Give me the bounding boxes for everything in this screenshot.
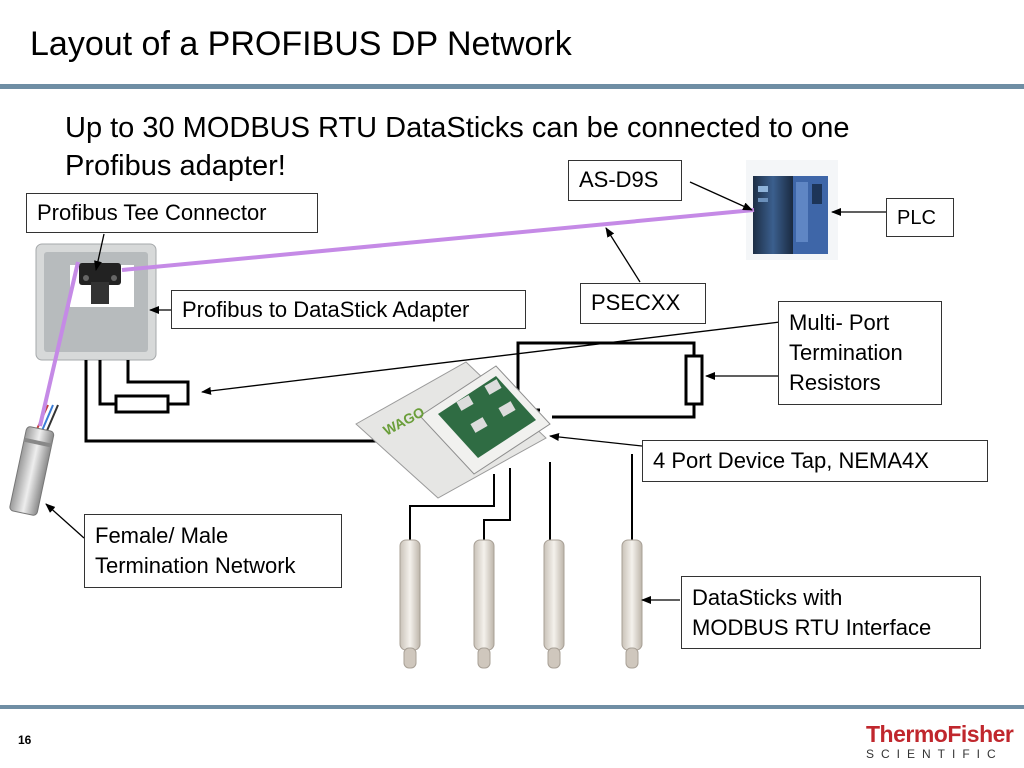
device-tap: WAGO: [355, 361, 551, 499]
as-d9s-callout: AS-D9S: [568, 160, 682, 201]
logo-subline: SCIENTIFIC: [866, 747, 1003, 761]
plc-device: [746, 160, 838, 260]
datastick-2: [473, 539, 495, 669]
logo-wordmark: ThermoFisher: [866, 721, 1014, 747]
termination-network-line-1: Female/ Male: [95, 523, 229, 548]
termination-resistor-wiring: [516, 341, 704, 419]
psecxx-callout: PSECXX: [580, 283, 706, 324]
plc-callout: PLC: [886, 198, 954, 237]
thermo-fisher-logo: ThermoFisher SCIENTIFIC: [866, 721, 1014, 762]
datastick-4: [621, 539, 643, 669]
slide-subtitle: Up to 30 MODBUS RTU DataSticks can be co…: [65, 112, 850, 182]
termination-resistors-line-2: Termination: [789, 340, 903, 365]
adapter-wiring: [84, 360, 440, 443]
termination-resistors-callout: Multi- Port Termination Resistors: [778, 301, 942, 405]
datasticks: [399, 539, 643, 669]
termination-network-device: [9, 404, 59, 516]
adapter-callout: Profibus to DataStick Adapter: [171, 290, 526, 329]
termination-resistors-line-1: Multi- Port: [789, 310, 890, 335]
profibus-cable: [121, 208, 755, 272]
device-tap-callout: 4 Port Device Tap, NEMA4X: [642, 440, 988, 482]
tee-connector-callout: Profibus Tee Connector: [26, 193, 318, 233]
title-divider: [0, 84, 1024, 89]
footer-divider: [0, 705, 1024, 709]
profibus-adapter-device: [35, 243, 157, 361]
termination-network-line-2: Termination Network: [95, 553, 296, 578]
termination-cable: [38, 261, 80, 427]
datastick-1: [399, 539, 421, 669]
datastick-wiring: [409, 454, 633, 540]
slide-title: Layout of a PROFIBUS DP Network: [30, 25, 572, 63]
termination-network-callout: Female/ Male Termination Network: [84, 514, 342, 588]
datasticks-line-2: MODBUS RTU Interface: [692, 615, 932, 640]
datasticks-callout: DataSticks with MODBUS RTU Interface: [681, 576, 981, 649]
datasticks-line-1: DataSticks with: [692, 585, 843, 610]
callout-arrows: [45, 181, 886, 604]
termination-resistors-line-3: Resistors: [789, 370, 881, 395]
page-number: 16: [18, 733, 32, 747]
datastick-3: [543, 539, 565, 669]
